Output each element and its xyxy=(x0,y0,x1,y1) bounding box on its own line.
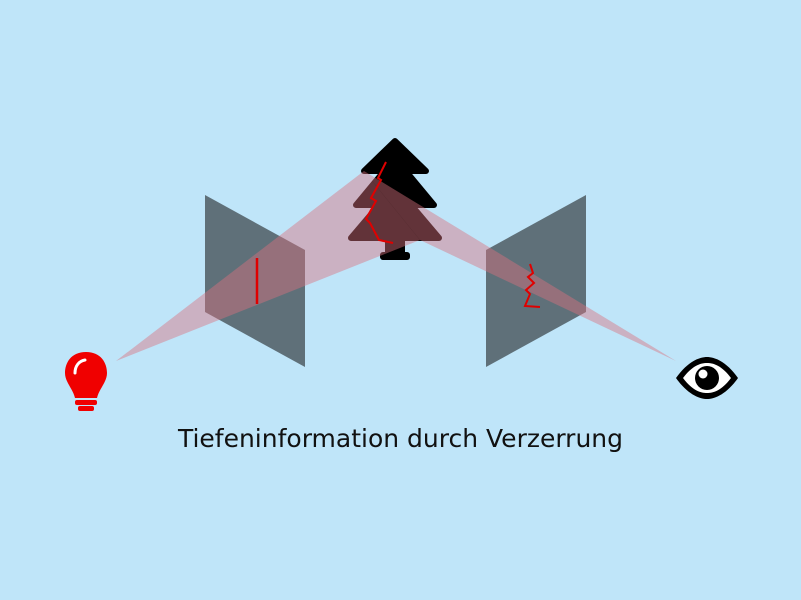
tree-light-profile xyxy=(364,161,394,244)
diagram-caption: Tiefeninformation durch Verzerrung xyxy=(177,424,624,453)
left-projection-screen xyxy=(205,195,305,367)
view-beam xyxy=(364,171,676,361)
lightbulb-icon xyxy=(65,352,107,411)
right-projection-screen xyxy=(486,195,586,367)
right-screen-projection-line xyxy=(523,263,541,308)
light-beam xyxy=(116,171,420,361)
fir-tree-icon xyxy=(348,138,442,260)
eye-icon xyxy=(676,357,738,399)
